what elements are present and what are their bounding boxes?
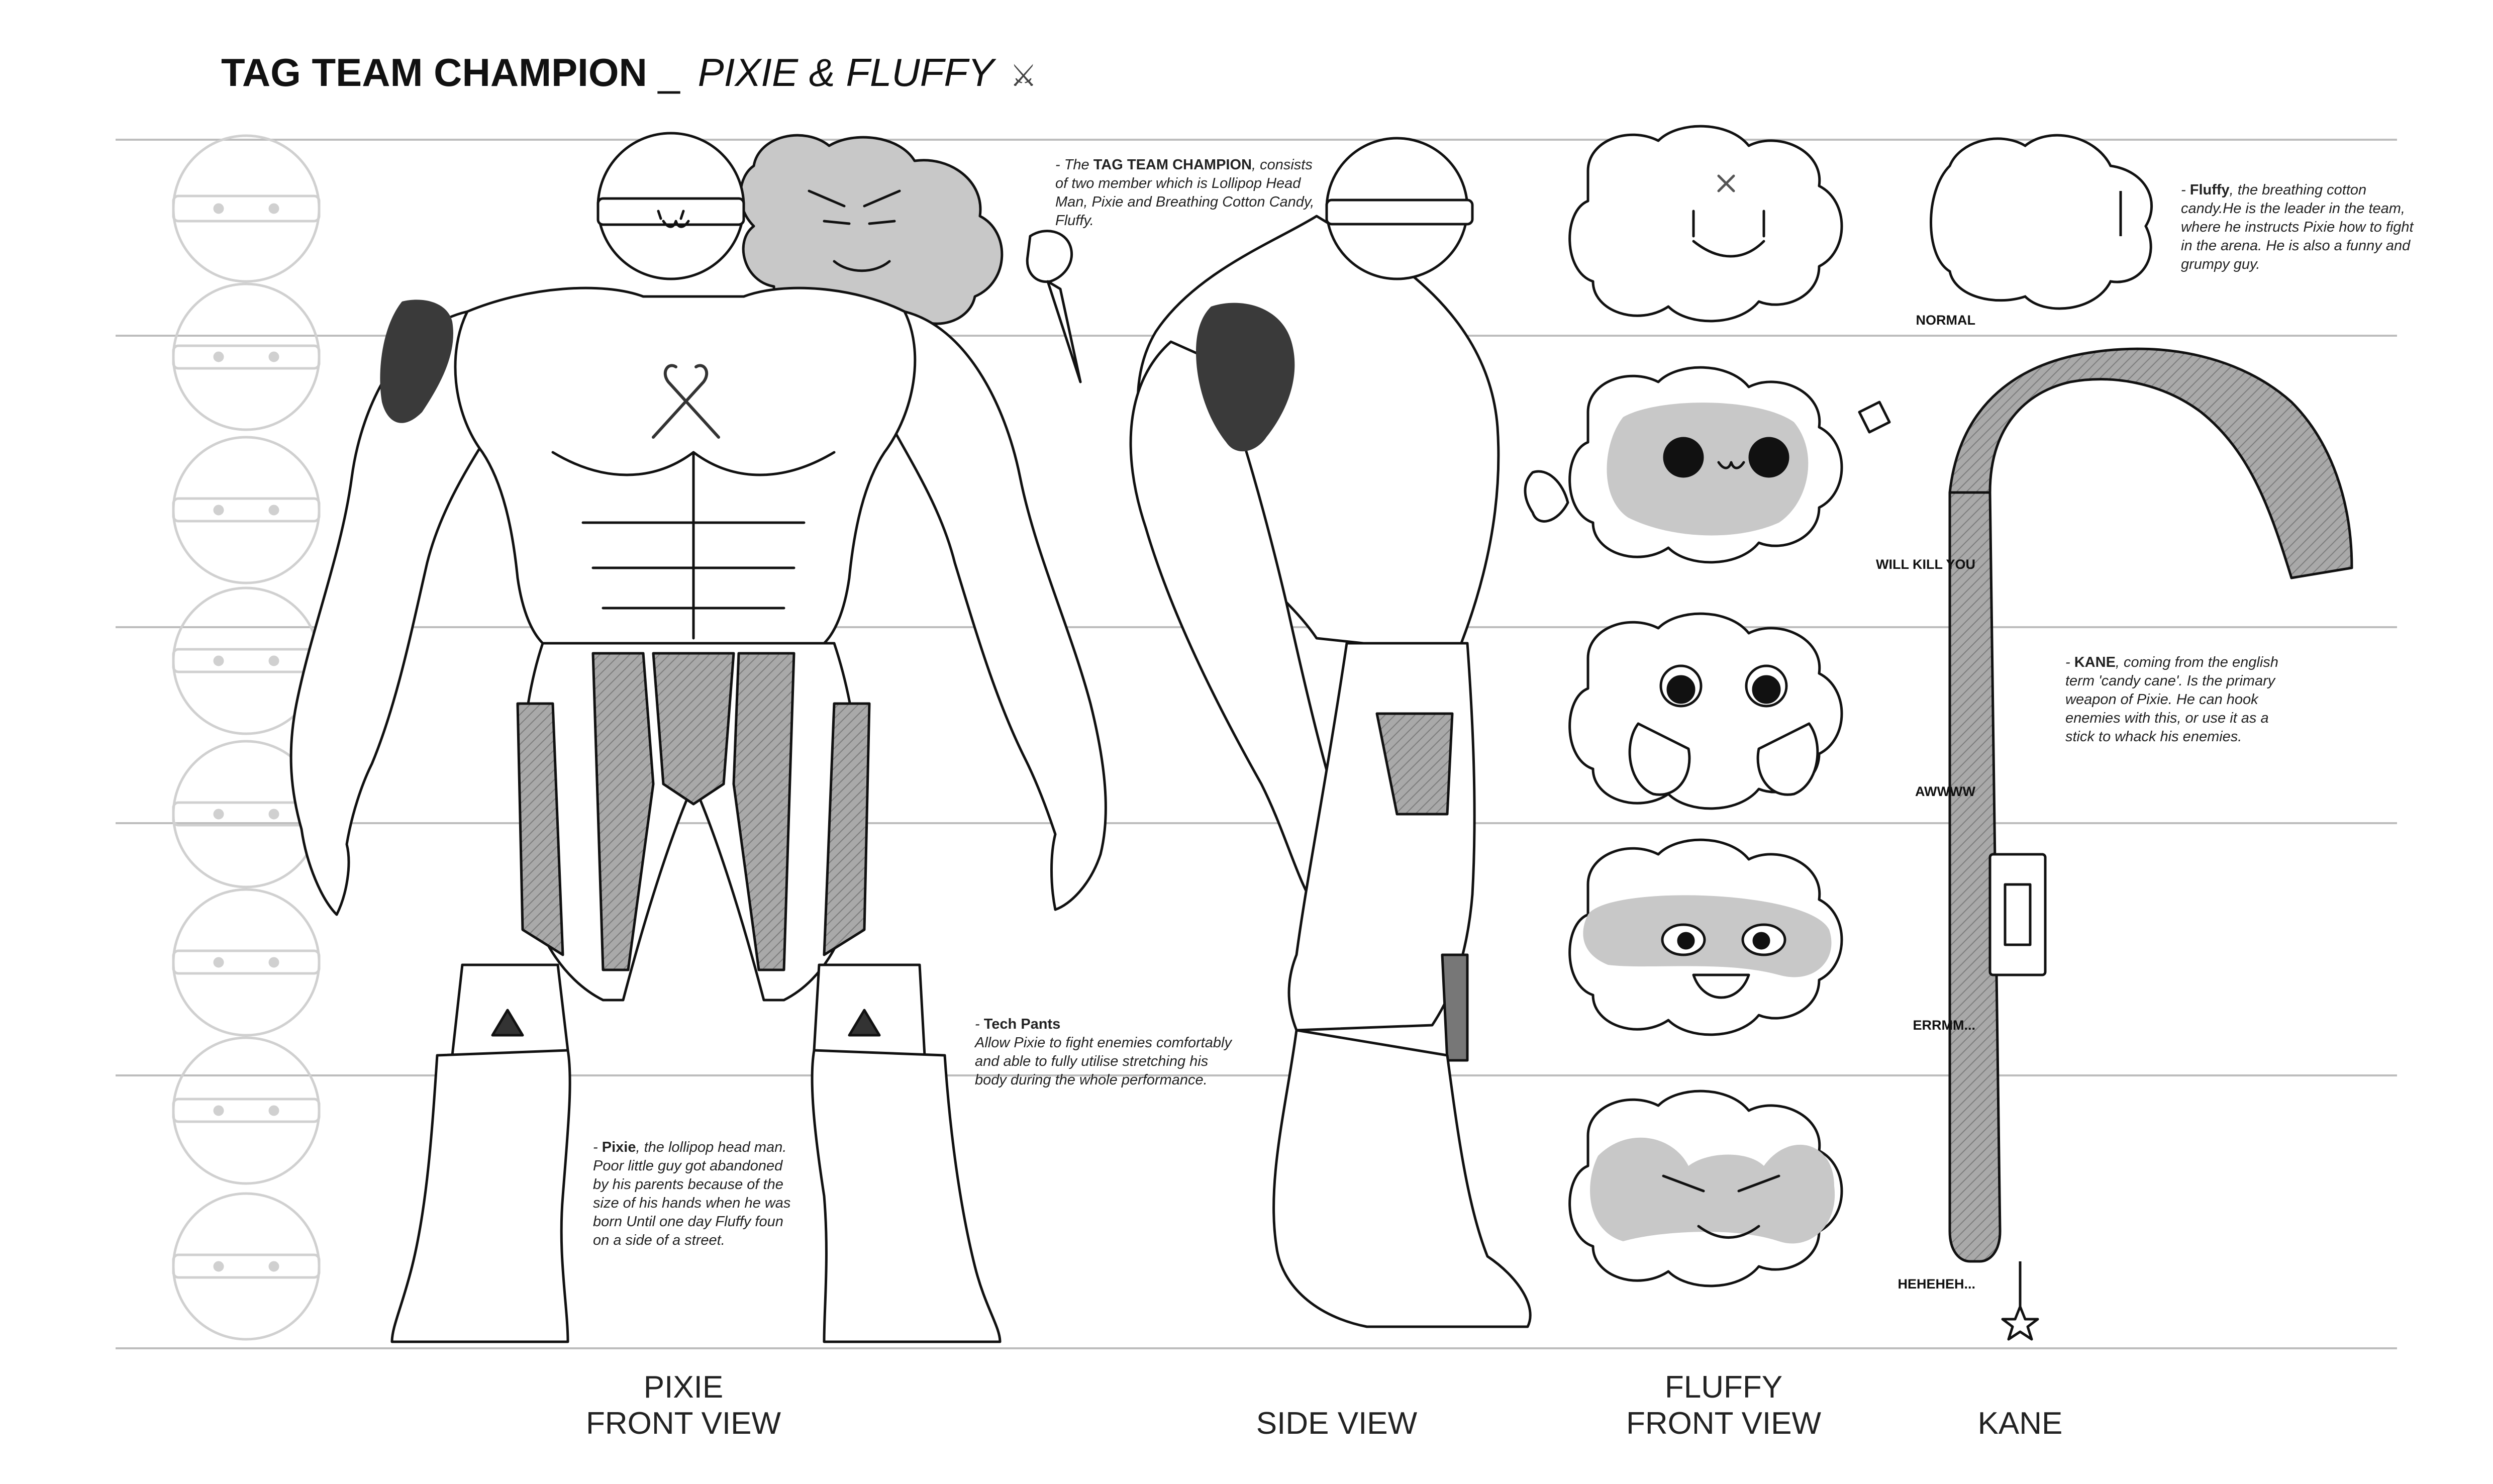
lollipop-head-sketch-6: [172, 888, 321, 1037]
expression-label-will-kill-you: WILL KILL YOU: [1875, 557, 1975, 572]
pixie-face: [657, 210, 690, 228]
caption-pixie-front: PIXIE FRONT VIEW: [558, 1369, 809, 1442]
fluffy-normal: [1568, 125, 1843, 323]
chest-candy-cane-tattoo: [652, 364, 720, 439]
caption-fluffy-front-line1: FLUFFY: [1664, 1370, 1783, 1405]
fluffy-on-shoulder: [739, 134, 1004, 331]
side-boot: [1272, 1029, 1532, 1328]
caption-fluffy-front: FLUFFY FRONT VIEW: [1598, 1369, 1849, 1442]
lollipop-head-sketch-3: [172, 436, 321, 584]
caption-pixie-front-line2: FRONT VIEW: [585, 1406, 781, 1441]
expression-label-heheheh: HEHEHEH...: [1898, 1276, 1975, 1292]
head-scale-column: [172, 134, 321, 1341]
crossed-candy-canes-icon: ⚔: [1010, 59, 1037, 92]
knife-hand: [1026, 230, 1073, 283]
note-tech-pants-bold: Tech Pants: [983, 1016, 1061, 1032]
side-skull-tattoo: [1196, 303, 1295, 452]
title-separator: _: [658, 50, 680, 94]
fluffy-side-sketch: [1930, 134, 2153, 310]
note-fluffy: - Fluffy, the breathing cotton candy.He …: [2181, 181, 2417, 274]
pixie-headband: [596, 197, 745, 226]
kane-hook: [1948, 347, 2353, 579]
expression-label-normal: NORMAL: [1916, 313, 1975, 328]
note-tech-pants: - Tech Pants Allow Pixie to fight enemie…: [975, 1015, 1236, 1090]
lollipop-head-sketch-2: [172, 282, 321, 431]
fluffy-errmm: [1568, 838, 1843, 1036]
fluffy-heheheh: [1568, 1090, 1843, 1288]
note-team-bold: TAG TEAM CHAMPION: [1093, 157, 1252, 173]
fluffy-will-kill-you: [1524, 366, 1891, 564]
right-boot: [811, 1049, 1002, 1343]
shoulder-skull-tattoo: [380, 300, 453, 423]
note-team-text: , consists of two member which is Lollip…: [1055, 157, 1315, 229]
note-pixie-bold: Pixie: [602, 1139, 636, 1155]
left-boot: [390, 1049, 571, 1343]
note-kane-text: , coming from the english term 'candy ca…: [2065, 654, 2278, 745]
fluffy-expressions: [1524, 125, 1891, 1288]
caption-fluffy-front-line2: FRONT VIEW: [1626, 1406, 1822, 1441]
note-team-dash: - The: [1055, 157, 1089, 173]
fluffy-awwww: [1568, 612, 1843, 810]
note-fluffy-text: , the breathing cotton candy.He is the l…: [2181, 182, 2414, 272]
note-pixie-text: , the lollipop head man. Poor little guy…: [593, 1139, 791, 1248]
caption-side-view: SIDE VIEW: [1256, 1406, 1418, 1441]
lollipop-head-sketch-1: [172, 134, 321, 283]
side-headband: [1325, 199, 1474, 226]
lollipop-head-sketch-7: [172, 1036, 321, 1185]
pixie-left-arm: [289, 310, 504, 916]
note-kane-bold: KANE: [2074, 654, 2116, 670]
kane-star-icon: [2001, 1305, 2039, 1341]
note-pixie: - Pixie, the lollipop head man. Poor lit…: [593, 1138, 794, 1250]
note-kane-dash: -: [2065, 654, 2070, 670]
expression-label-awwww: AWWWW: [1915, 784, 1975, 799]
pixie-front-figure: [289, 132, 1107, 1343]
kane-weapon: [1948, 347, 2353, 1341]
note-tech-pants-dash: -: [975, 1016, 980, 1032]
note-kane: - KANE, coming from the english term 'ca…: [2065, 653, 2286, 746]
note-fluffy-dash: -: [2181, 182, 2186, 198]
caption-kane: KANE: [1977, 1406, 2063, 1441]
note-team: - The TAG TEAM CHAMPION, consists of two…: [1055, 156, 1317, 230]
title-main: TAG TEAM CHAMPION: [221, 50, 647, 94]
title-subtitle: PIXIE & FLUFFY: [697, 50, 994, 94]
note-tech-pants-text: Allow Pixie to fight enemies comfortably…: [975, 1035, 1232, 1088]
caption-pixie-front-line1: PIXIE: [643, 1370, 724, 1405]
page-title: TAG TEAM CHAMPION _ PIXIE & FLUFFY ⚔: [221, 53, 1037, 92]
pixie-side-figure: [1129, 137, 1532, 1328]
note-fluffy-bold: Fluffy: [2189, 182, 2230, 198]
pixie-right-arm: [883, 310, 1107, 911]
note-pixie-dash: -: [593, 1139, 598, 1155]
kane-grip: [1988, 853, 2047, 976]
knife-blade: [1046, 280, 1082, 383]
pixie-torso: [454, 286, 917, 645]
kane-shaft: [1948, 491, 2002, 1263]
expression-label-errmm: ERRMM...: [1913, 1018, 1976, 1033]
lollipop-head-sketch-8: [172, 1192, 321, 1341]
